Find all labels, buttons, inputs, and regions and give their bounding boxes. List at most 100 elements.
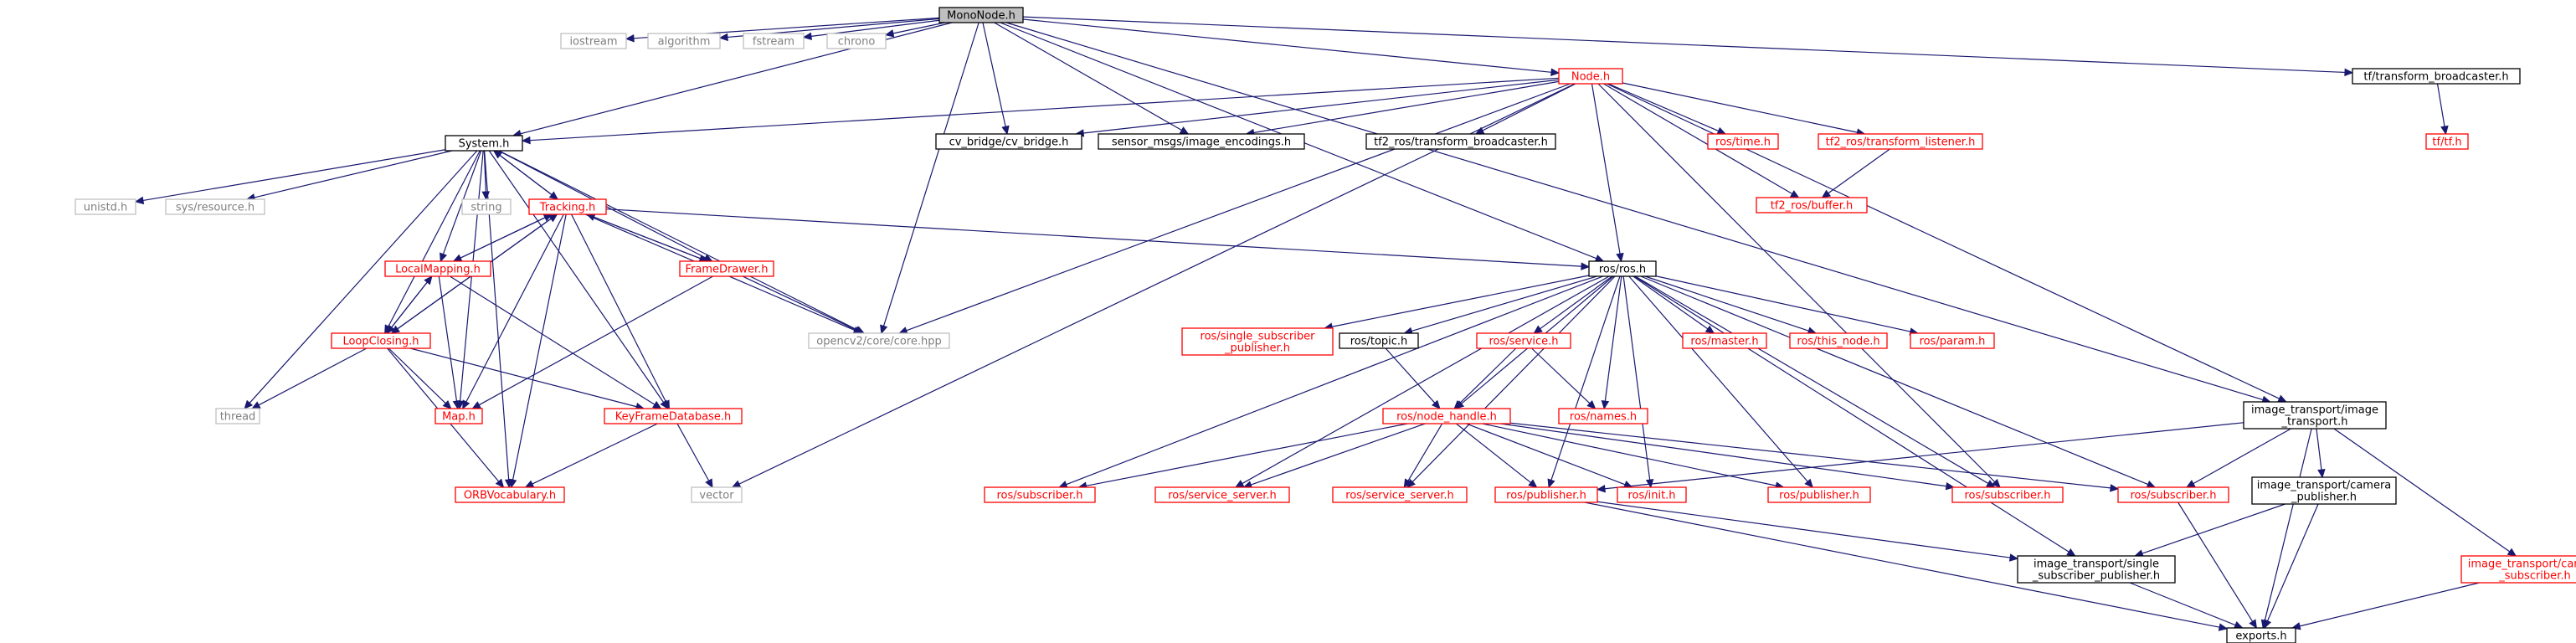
node-ros-service[interactable]: ros/service.h: [1476, 332, 1571, 349]
edge-ros_ros-to-ros_subscriber_1: [1066, 275, 1604, 486]
node-label: image_transport/camera: [2468, 558, 2576, 571]
node-tf2-tl[interactable]: tf2_ros/transform_listener.h: [1818, 133, 1983, 150]
node-box: [743, 33, 805, 49]
node-ros-ssp[interactable]: ros/single_subscriber_publisher.h: [1181, 327, 1334, 356]
edge-ros_subscriber_3-to-exports: [2178, 502, 2254, 622]
edge-MonoNode_h-to-it_image_transport: [1005, 22, 2264, 400]
node-sensor-msgs[interactable]: sensor_msgs/image_encodings.h: [1098, 133, 1305, 150]
node-it-camera-publisher[interactable]: image_transport/camera_publisher.h: [2251, 476, 2397, 505]
node-localmapping-h[interactable]: LocalMapping.h: [384, 260, 491, 277]
arrowhead-ros_service-to-ros_node_handle: [1453, 399, 1463, 409]
node-ros-subscriber-2[interactable]: ros/subscriber.h: [1951, 486, 2064, 503]
node-label: LoopClosing.h: [342, 336, 419, 348]
arrowhead-Node_h-to-it_image_transport: [2277, 394, 2287, 403]
node-ros-ros[interactable]: ros/ros.h: [1588, 260, 1657, 277]
node-label: ros/init.h: [1627, 490, 1675, 502]
arrowhead-ros_ros-to-ros_publisher_1: [1547, 478, 1555, 489]
node-ros-param[interactable]: ros/param.h: [1910, 332, 1995, 349]
node-map-h[interactable]: Map.h: [434, 408, 483, 424]
node-box: [215, 408, 260, 424]
node-ros-master[interactable]: ros/master.h: [1682, 332, 1767, 349]
arrowhead-MonoNode_h-to-tf_tb: [2344, 68, 2354, 77]
node-ros-topic[interactable]: ros/topic.h: [1339, 332, 1419, 349]
node-ros-names[interactable]: ros/names.h: [1558, 408, 1648, 424]
node-tracking-h[interactable]: Tracking.h: [528, 198, 607, 215]
node-box: [2425, 133, 2469, 150]
node-orbvocabulary-h[interactable]: ORBVocabulary.h: [455, 486, 565, 503]
edge-Node_h-to-cv_bridge: [1083, 79, 1560, 134]
node-ros-time[interactable]: ros/time.h: [1707, 133, 1779, 150]
node-framedrawer-h[interactable]: FrameDrawer.h: [679, 260, 774, 277]
edge-it_image_transport-to-ros_publisher_1: [1604, 422, 2244, 490]
node-label: exports.h: [2235, 630, 2286, 643]
node-label: tf/transform_broadcaster.h: [2363, 71, 2508, 84]
node-label: LocalMapping.h: [395, 264, 481, 276]
node-ros-subscriber-1[interactable]: ros/subscriber.h: [984, 486, 1096, 503]
edge-Node_h-to-tf2_tb: [1482, 83, 1576, 131]
node-label: ros/service_server.h: [1345, 490, 1454, 502]
arrowhead-ros_ros-to-ros_names: [1601, 399, 1610, 410]
arrowhead-ros_publisher_1-to-exports: [2218, 623, 2229, 631]
arrowhead-ros_subscriber_3-to-exports: [2249, 619, 2258, 630]
arrowhead-it_image_transport-to-it_camera_subscriber: [2507, 548, 2517, 557]
edge-KeyFrameDatabase_h-to-vector: [676, 423, 710, 481]
node-ros-service-server-2[interactable]: ros/service_server.h: [1332, 486, 1468, 503]
node-label: opencv2/core/core.hpp: [816, 336, 942, 348]
node-keyframedatabase-h[interactable]: KeyFrameDatabase.h: [604, 408, 743, 424]
node-box: [1617, 486, 1687, 503]
node-sys-resource: sys/resource.h: [165, 198, 265, 215]
arrowhead-MonoNode_h-to-Node_h: [1550, 68, 1561, 76]
node-ros-publisher-2[interactable]: ros/publisher.h: [1767, 486, 1871, 503]
arrowhead-LoopClosing_h-to-ORBVocabulary_h: [495, 478, 505, 488]
node-ros-publisher-1[interactable]: ros/publisher.h: [1494, 486, 1598, 503]
node-box: [461, 198, 512, 215]
node-ros-node-handle[interactable]: ros/node_handle.h: [1382, 408, 1511, 424]
node-it-single-subscriber-publisher[interactable]: image_transport/single_subscriber_publis…: [2017, 555, 2176, 584]
edge-LoopClosing_h-to-KeyFrameDatabase_h: [409, 347, 637, 408]
node-tf-tb[interactable]: tf/transform_broadcaster.h: [2352, 68, 2521, 85]
node-tf-tf[interactable]: tf/tf.h: [2425, 133, 2469, 150]
arrowhead-LocalMapping_h-to-KeyFrameDatabase_h: [652, 400, 662, 409]
edge-ros_ros-to-ros_service_server_2: [1411, 275, 1616, 483]
arrowhead-ros_node_handle-to-ros_publisher_1: [1528, 479, 1538, 488]
arrowhead-MonoNode_h-to-sensor_msgs: [1179, 126, 1190, 135]
arrowhead-Node_h-to-ros_ros: [1616, 252, 1624, 263]
node-tf2-buffer[interactable]: tf2_ros/buffer.h: [1756, 197, 1868, 213]
edge-ros_ros-to-ros_topic: [1411, 275, 1597, 332]
arrowhead-MonoNode_h-to-ros_ros: [1594, 255, 1605, 262]
arrowhead-Tracking_h-to-System_h: [492, 150, 503, 159]
node-system-h[interactable]: System.h: [445, 135, 523, 152]
arrowhead-ros_node_handle-to-ros_subscriber_3: [2110, 484, 2120, 492]
edge-ros_ros-to-ros_service_server_1: [1242, 275, 1610, 485]
edge-System_h-to-LoopClosing_h: [388, 150, 481, 327]
edge-Node_h-to-tf2_tl: [1622, 82, 1858, 133]
node-box: [808, 332, 950, 349]
node-iostream: iostream: [560, 33, 627, 49]
arrowhead-it_image_transport-to-it_camera_publisher: [2317, 468, 2326, 479]
node-label: ros/subscriber.h: [996, 490, 1082, 502]
node-unistd: unistd.h: [75, 198, 136, 215]
node-loopclosing-h[interactable]: LoopClosing.h: [331, 332, 431, 349]
node-ros-subscriber-3[interactable]: ros/subscriber.h: [2117, 486, 2229, 503]
edge-it_camera_subscriber-to-exports: [2299, 582, 2480, 627]
node-label: algorithm: [658, 36, 711, 49]
node-exports[interactable]: exports.h: [2226, 627, 2296, 643]
node-tf2-tb[interactable]: tf2_ros/transform_broadcaster.h: [1365, 133, 1556, 150]
arrowhead-LoopClosing_h-to-LocalMapping_h: [424, 275, 433, 285]
arrowhead-it_single_subscriber_publisher-to-exports: [2233, 621, 2244, 629]
node-label: fstream: [753, 36, 794, 49]
node-ros-this-node[interactable]: ros/this_node.h: [1789, 332, 1888, 349]
node-it-image-transport[interactable]: image_transport/image_transport.h: [2243, 401, 2387, 430]
arrowhead-System_h-to-unistd: [134, 196, 145, 205]
arrowhead-MonoNode_h-to-iostream: [625, 33, 635, 43]
node-ros-init[interactable]: ros/init.h: [1617, 486, 1687, 503]
node-it-camera-subscriber[interactable]: image_transport/camera_subscriber.h: [2460, 555, 2576, 584]
node-cv-bridge[interactable]: cv_bridge/cv_bridge.h: [935, 133, 1082, 150]
node-ros-service-server-1[interactable]: ros/service_server.h: [1154, 486, 1290, 503]
node-mononode-h[interactable]: MonoNode.h: [938, 7, 1024, 23]
node-label: ros/service_server.h: [1168, 490, 1277, 502]
edge-ros_ros-to-ros_this_node: [1644, 275, 1809, 332]
arrowhead-ros_ros-to-ros_publisher_2: [1804, 478, 1813, 488]
node-box: [679, 260, 774, 277]
node-node-h[interactable]: Node.h: [1558, 68, 1623, 85]
